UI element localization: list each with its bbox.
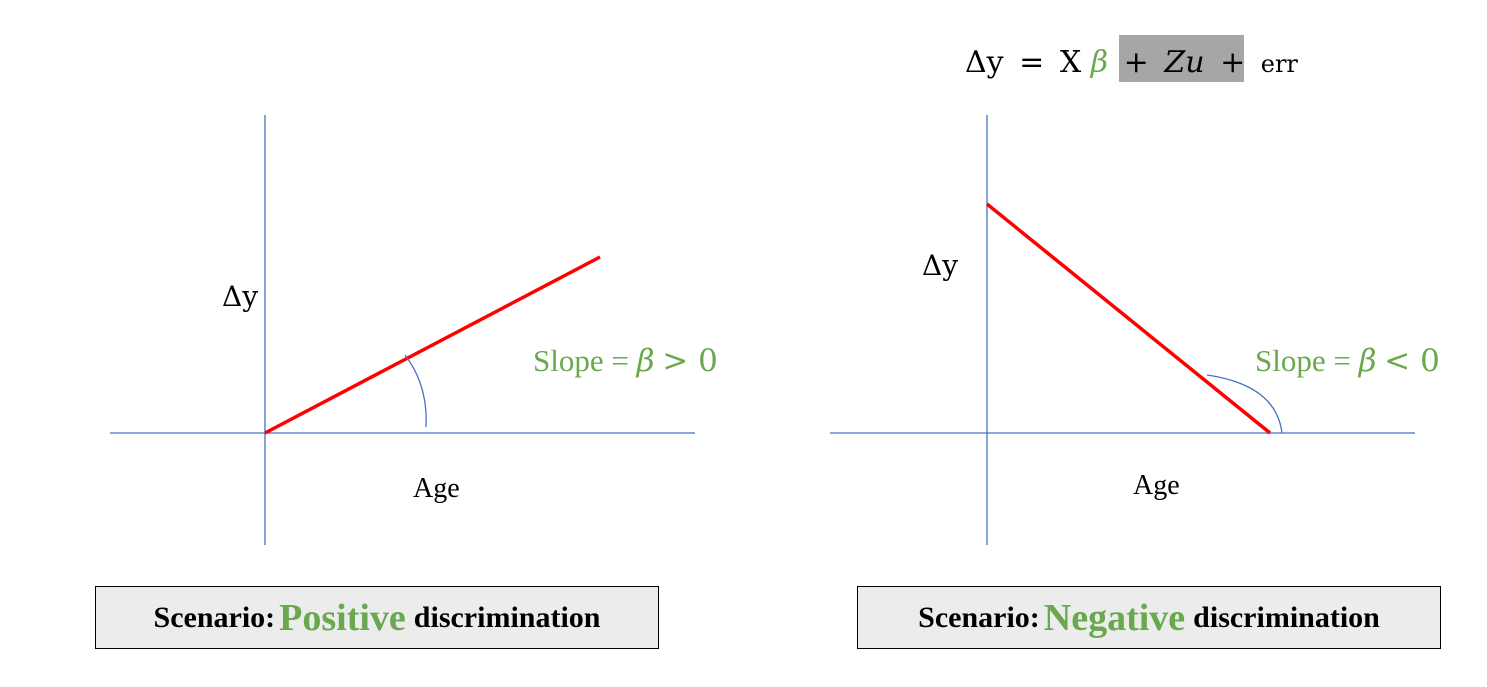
left-slope-label: Slope = β > 0 (533, 343, 718, 379)
right-scenario-suffix: discrimination (1193, 600, 1380, 634)
equation-zu: Zu (1163, 45, 1204, 80)
equation-eq: = (1019, 45, 1044, 80)
equation-lhs: Δy (965, 45, 1004, 80)
equation-err: err (1261, 50, 1299, 78)
right-slope-line (985, 202, 1272, 435)
left-scenario-box: Scenario: Positive discrimination (95, 586, 659, 649)
left-y-label: Δy (222, 280, 258, 313)
right-scenario-word: Negative (1043, 596, 1186, 639)
equation-beta: β (1090, 45, 1108, 80)
left-slope-line (264, 255, 601, 435)
equation-plus-2: + (1220, 45, 1245, 80)
right-slope-beta: β (1358, 343, 1377, 379)
right-angle-arc (1206, 374, 1283, 434)
right-slope-text: Slope = (1255, 343, 1359, 378)
equation: Δy = X β + Zu + err (965, 45, 1298, 80)
left-slope-beta: β (636, 343, 655, 379)
equation-x: X (1060, 45, 1082, 80)
left-slope-text: Slope = (533, 343, 637, 378)
right-x-label: Age (1133, 470, 1180, 501)
left-scenario-prefix: Scenario: (153, 600, 276, 634)
left-scenario-word: Positive (279, 596, 406, 639)
right-scenario-prefix: Scenario: (918, 600, 1040, 634)
left-angle-arc (404, 354, 427, 428)
right-y-label: Δy (922, 249, 958, 282)
right-slope-label: Slope = β < 0 (1255, 343, 1440, 379)
left-x-label: Age (413, 473, 460, 504)
left-scenario-suffix: discrimination (413, 600, 601, 634)
left-slope-rel: > 0 (662, 343, 718, 379)
right-slope-rel: < 0 (1384, 343, 1440, 379)
equation-plus-1: + (1124, 45, 1149, 80)
right-scenario-box: Scenario: Negative discrimination (857, 586, 1441, 649)
equation-highlight (1119, 35, 1244, 82)
